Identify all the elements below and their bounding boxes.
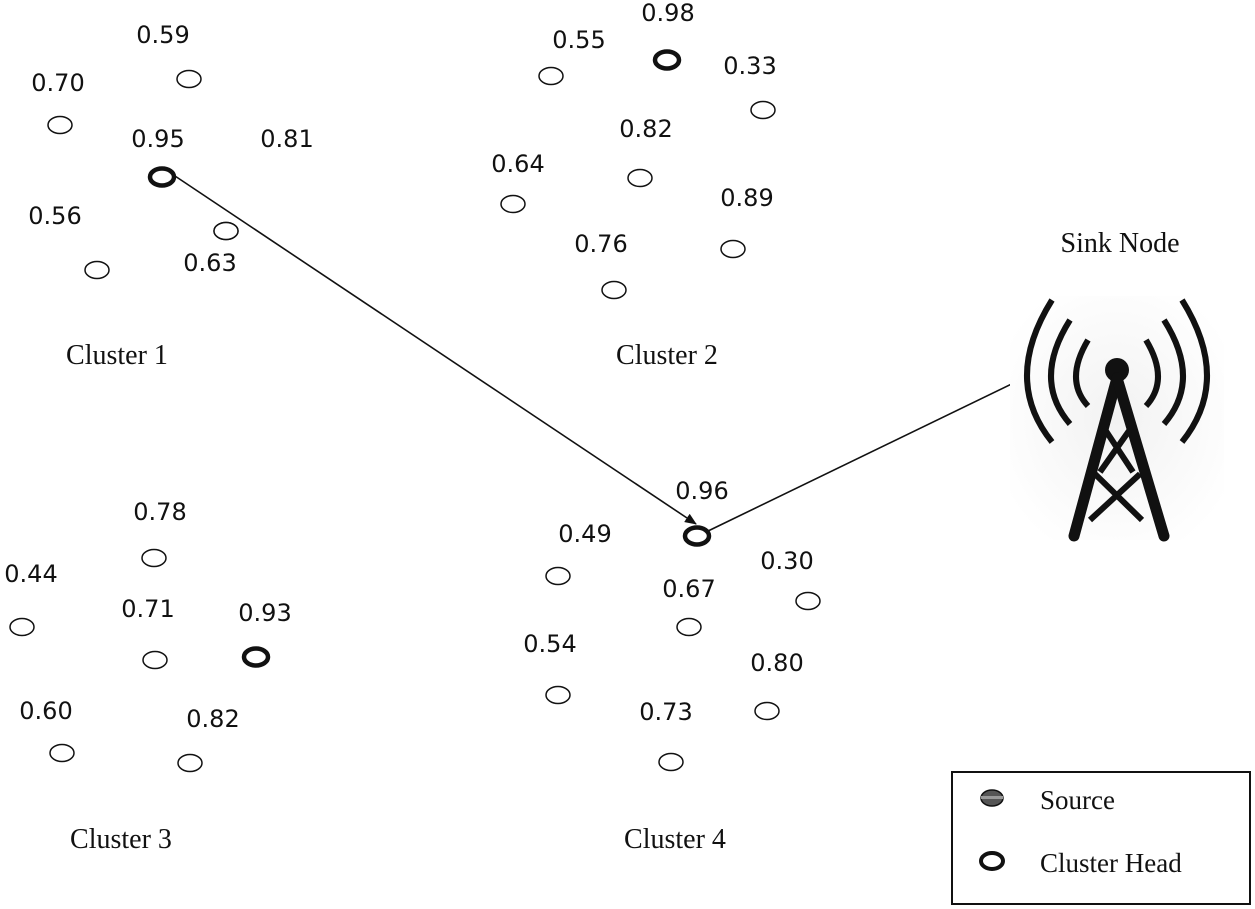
sink-node-label: Sink Node bbox=[1061, 228, 1180, 259]
cluster-head-legend-icon bbox=[979, 851, 1005, 871]
sensor-node bbox=[213, 221, 239, 241]
node-energy-label: 0.49 bbox=[558, 520, 611, 548]
node-energy-label: 0.71 bbox=[121, 595, 174, 623]
node-energy-label: 0.81 bbox=[260, 125, 313, 153]
sensor-node bbox=[795, 591, 821, 611]
node-energy-label: 0.64 bbox=[491, 150, 544, 178]
sensor-node bbox=[142, 650, 168, 670]
sensor-node bbox=[84, 260, 110, 280]
sensor-node bbox=[545, 566, 571, 586]
source-legend-icon bbox=[980, 789, 1004, 807]
sensor-node bbox=[601, 280, 627, 300]
node-energy-label: 0.78 bbox=[133, 498, 186, 526]
node-energy-label: 0.59 bbox=[136, 21, 189, 49]
cluster-label: Cluster 4 bbox=[624, 824, 726, 855]
node-energy-label: 0.30 bbox=[760, 547, 813, 575]
cluster-head-node bbox=[241, 646, 271, 668]
node-energy-label: 0.63 bbox=[183, 249, 236, 277]
legend: Source Cluster Head bbox=[951, 771, 1251, 905]
sensor-node bbox=[177, 753, 203, 773]
sensor-node bbox=[750, 100, 776, 120]
node-energy-label: 0.44 bbox=[4, 560, 57, 588]
node-energy-label: 0.33 bbox=[723, 52, 776, 80]
node-energy-label: 0.67 bbox=[662, 575, 715, 603]
node-energy-label: 0.82 bbox=[186, 705, 239, 733]
node-energy-label: 0.82 bbox=[619, 115, 672, 143]
sensor-node bbox=[9, 617, 35, 637]
node-energy-label: 0.76 bbox=[574, 230, 627, 258]
sensor-node bbox=[754, 701, 780, 721]
sensor-node bbox=[720, 239, 746, 259]
cluster-head-node bbox=[652, 49, 682, 71]
cluster-label: Cluster 2 bbox=[616, 340, 718, 371]
node-energy-label: 0.95 bbox=[131, 125, 184, 153]
sensor-node bbox=[176, 69, 202, 89]
sensor-node bbox=[658, 752, 684, 772]
cluster-head-node bbox=[147, 166, 177, 188]
cluster-label: Cluster 1 bbox=[66, 340, 168, 371]
nodes-layer: 0.59 0.70 0.95 0.81 0.56 0.63 0.55 0.98 0.33 0.82… bbox=[4, 0, 821, 773]
sensor-node bbox=[49, 743, 75, 763]
sensor-node bbox=[676, 617, 702, 637]
node-energy-label: 0.96 bbox=[675, 477, 728, 505]
route-arrow-ch1-to-ch4 bbox=[174, 175, 697, 525]
node-energy-label: 0.55 bbox=[552, 26, 605, 54]
route-arrow-ch4-to-sink bbox=[705, 377, 1025, 533]
sensor-node bbox=[141, 548, 167, 568]
radio-tower-icon bbox=[1010, 296, 1224, 542]
node-energy-label: 0.56 bbox=[28, 202, 81, 230]
node-energy-label: 0.73 bbox=[639, 698, 692, 726]
sensor-node bbox=[500, 194, 526, 214]
node-energy-label: 0.70 bbox=[31, 69, 84, 97]
node-energy-label: 0.98 bbox=[641, 0, 694, 27]
sensor-node bbox=[47, 115, 73, 135]
node-energy-label: 0.54 bbox=[523, 630, 576, 658]
node-energy-label: 0.60 bbox=[19, 697, 72, 725]
cluster-head-node bbox=[682, 525, 712, 547]
cluster-label: Cluster 3 bbox=[70, 824, 172, 855]
node-energy-label: 0.89 bbox=[720, 184, 773, 212]
node-energy-label: 0.80 bbox=[750, 649, 803, 677]
sensor-node bbox=[545, 685, 571, 705]
sensor-node bbox=[538, 66, 564, 86]
sensor-node bbox=[627, 168, 653, 188]
legend-cluster-head-label: Cluster Head bbox=[1040, 848, 1182, 878]
legend-source-label: Source bbox=[1040, 785, 1115, 815]
node-energy-label: 0.93 bbox=[238, 599, 291, 627]
